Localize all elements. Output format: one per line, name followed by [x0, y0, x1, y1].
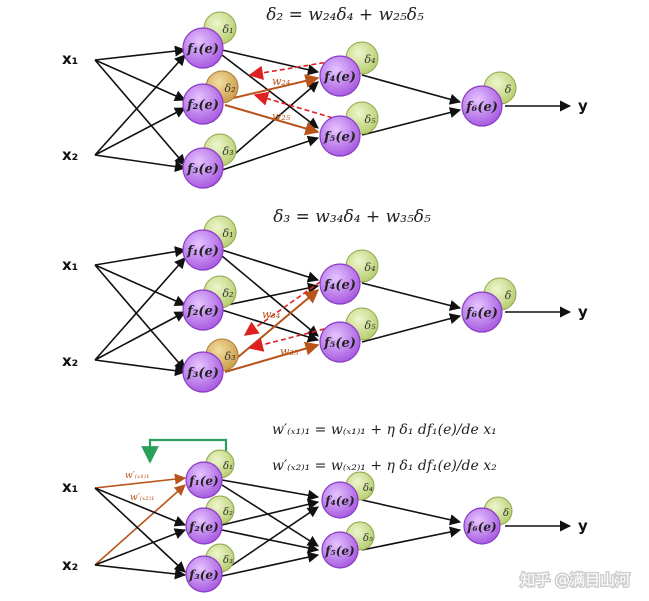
- panel-3-weight-label-a: w′₍ₓ₁₎₁: [125, 471, 150, 481]
- panel-3-neuron-4: δ₄ f₄(e): [321, 471, 375, 519]
- svg-text:f₃(e): f₃(e): [186, 162, 219, 177]
- panel-3-update-arrow: [141, 438, 228, 464]
- panel-3-output-y: y: [578, 517, 588, 535]
- svg-text:f₅(e): f₅(e): [324, 544, 354, 558]
- svg-text:δ: δ: [505, 83, 512, 96]
- svg-text:f₂(e): f₂(e): [188, 520, 218, 534]
- panel-3: w′₍ₓ₁₎₁ = w₍ₓ₁₎₁ + η δ₁ df₁(e)/de x₁ w′₍…: [62, 422, 588, 593]
- svg-text:f₅(e): f₅(e): [323, 130, 356, 145]
- panel-3-weight-edges: [94, 473, 187, 566]
- panel-1-equation: δ₂ = w₂₄δ₄ + w₂₅δ₅: [266, 5, 424, 25]
- svg-text:δ₂: δ₂: [223, 507, 233, 518]
- svg-text:δ₅: δ₅: [363, 533, 373, 544]
- svg-text:f₃(e): f₃(e): [188, 568, 218, 582]
- svg-text:δ₁: δ₁: [222, 227, 233, 240]
- svg-text:f₆(e): f₆(e): [465, 100, 498, 115]
- panel-2-input-edges: [94, 246, 187, 377]
- panel-1-neuron-6: δ f₆(e): [461, 71, 517, 127]
- svg-text:δ₄: δ₄: [363, 483, 373, 494]
- panel-3-neuron-2: δ₂ f₂(e): [185, 495, 235, 545]
- panel-2-neuron-2: δ₂ f₂(e): [182, 275, 237, 331]
- panel-3-input-edges: [94, 487, 187, 580]
- panel-2-neuron-1: δ₁ f₁(e): [182, 215, 237, 271]
- svg-text:δ: δ: [505, 289, 512, 302]
- panel-2-hidden-edges: [221, 249, 572, 343]
- panel-3-neuron-5: δ₅ f₅(e): [321, 521, 375, 569]
- panel-1-neuron-5: δ₅ f₅(e): [319, 101, 379, 157]
- panel-1-neuron-3: δ₃ f₃(e): [182, 133, 237, 189]
- panel-2-output-y: y: [578, 303, 588, 321]
- panel-3-input-x2: x₂: [62, 556, 78, 574]
- panel-1-neuron-4: δ₄ f₄(e): [319, 41, 379, 97]
- svg-text:δ₄: δ₄: [364, 53, 375, 66]
- svg-text:δ₄: δ₄: [364, 261, 375, 274]
- panel-2-neuron-3: δ₃ f₃(e): [182, 338, 239, 393]
- panel-2-weight-label-a: w₃₄: [262, 308, 280, 321]
- panel-2-input-x2: x₂: [62, 352, 78, 370]
- svg-text:f₁(e): f₁(e): [188, 474, 218, 488]
- panel-1: δ₂ = w₂₄δ₄ + w₂₅δ₅ w₂₄ w₂₅: [62, 5, 588, 189]
- panel-2-equation: δ₃ = w₃₄δ₄ + w₃₅δ₅: [273, 207, 431, 227]
- svg-text:知乎 @满目山河: 知乎 @满目山河: [520, 571, 630, 589]
- panel-1-weight-label-b: w₂₅: [272, 110, 291, 123]
- panel-1-output-y: y: [578, 97, 588, 115]
- svg-text:f₁(e): f₁(e): [186, 42, 219, 57]
- panel-1-weight-label-a: w₂₄: [272, 75, 290, 88]
- svg-text:δ₅: δ₅: [364, 113, 376, 126]
- svg-text:f₄(e): f₄(e): [324, 494, 354, 508]
- panel-1-weight-edges: [224, 74, 320, 136]
- panel-1-input-edges: [94, 45, 187, 173]
- panel-3-input-x1: x₁: [62, 478, 78, 496]
- svg-text:δ₂: δ₂: [224, 82, 235, 95]
- svg-text:f₂(e): f₂(e): [186, 304, 219, 319]
- svg-text:f₄(e): f₄(e): [323, 278, 356, 293]
- svg-text:δ₁: δ₁: [223, 461, 233, 472]
- panel-2-weight-label-b: w₃₅: [280, 345, 299, 358]
- watermark: 知乎 @满目山河: [519, 570, 632, 591]
- panel-3-equation-1: w′₍ₓ₁₎₁ = w₍ₓ₁₎₁ + η δ₁ df₁(e)/de x₁: [272, 422, 497, 438]
- svg-text:f₆(e): f₆(e): [466, 520, 496, 534]
- panel-1-neuron-2: δ₂ f₂(e): [182, 70, 239, 125]
- panel-1-neuron-1: δ₁ f₁(e): [182, 11, 237, 69]
- panel-3-equation-2: w′₍ₓ₂₎₁ = w₍ₓ₂₎₁ + η δ₁ df₁(e)/de x₂: [272, 458, 497, 474]
- panel-2-neuron-5: δ₅ f₅(e): [319, 307, 379, 363]
- panel-3-neuron-6: δ f₆(e): [463, 496, 513, 545]
- svg-text:f₆(e): f₆(e): [465, 306, 498, 321]
- svg-text:f₅(e): f₅(e): [323, 336, 356, 351]
- svg-text:f₁(e): f₁(e): [186, 244, 219, 259]
- panel-3-neuron-3: δ₃ f₃(e): [185, 543, 235, 593]
- svg-text:δ₁: δ₁: [222, 23, 233, 36]
- svg-text:δ₃: δ₃: [224, 350, 235, 363]
- svg-text:δ₂: δ₂: [222, 287, 233, 300]
- panel-2-weight-edges: [224, 289, 320, 373]
- panel-1-input-x1: x₁: [62, 50, 78, 68]
- panel-3-hidden-edges: [221, 479, 572, 577]
- svg-text:δ₃: δ₃: [222, 145, 233, 158]
- svg-text:δ: δ: [503, 508, 509, 519]
- panel-1-hidden-edges: [221, 49, 572, 171]
- panel-1-input-x2: x₂: [62, 146, 78, 164]
- panel-1-backprop-edges: [248, 59, 341, 121]
- panel-2: δ₃ = w₃₄δ₄ + w₃₅δ₅ w₃₄ w₃₅: [62, 207, 588, 393]
- panel-3-neuron-1: δ₁ f₁(e): [185, 449, 235, 499]
- svg-text:δ₅: δ₅: [364, 319, 376, 332]
- panel-2-input-x1: x₁: [62, 256, 78, 274]
- svg-text:δ₃: δ₃: [223, 555, 233, 566]
- panel-2-neuron-4: δ₄ f₄(e): [319, 249, 379, 305]
- svg-text:f₃(e): f₃(e): [186, 366, 219, 381]
- svg-text:f₄(e): f₄(e): [323, 70, 356, 85]
- svg-text:f₂(e): f₂(e): [186, 98, 219, 113]
- panel-2-neuron-6: δ f₆(e): [461, 277, 517, 333]
- panel-3-weight-label-b: w′₍ₓ₂₎₁: [130, 493, 155, 503]
